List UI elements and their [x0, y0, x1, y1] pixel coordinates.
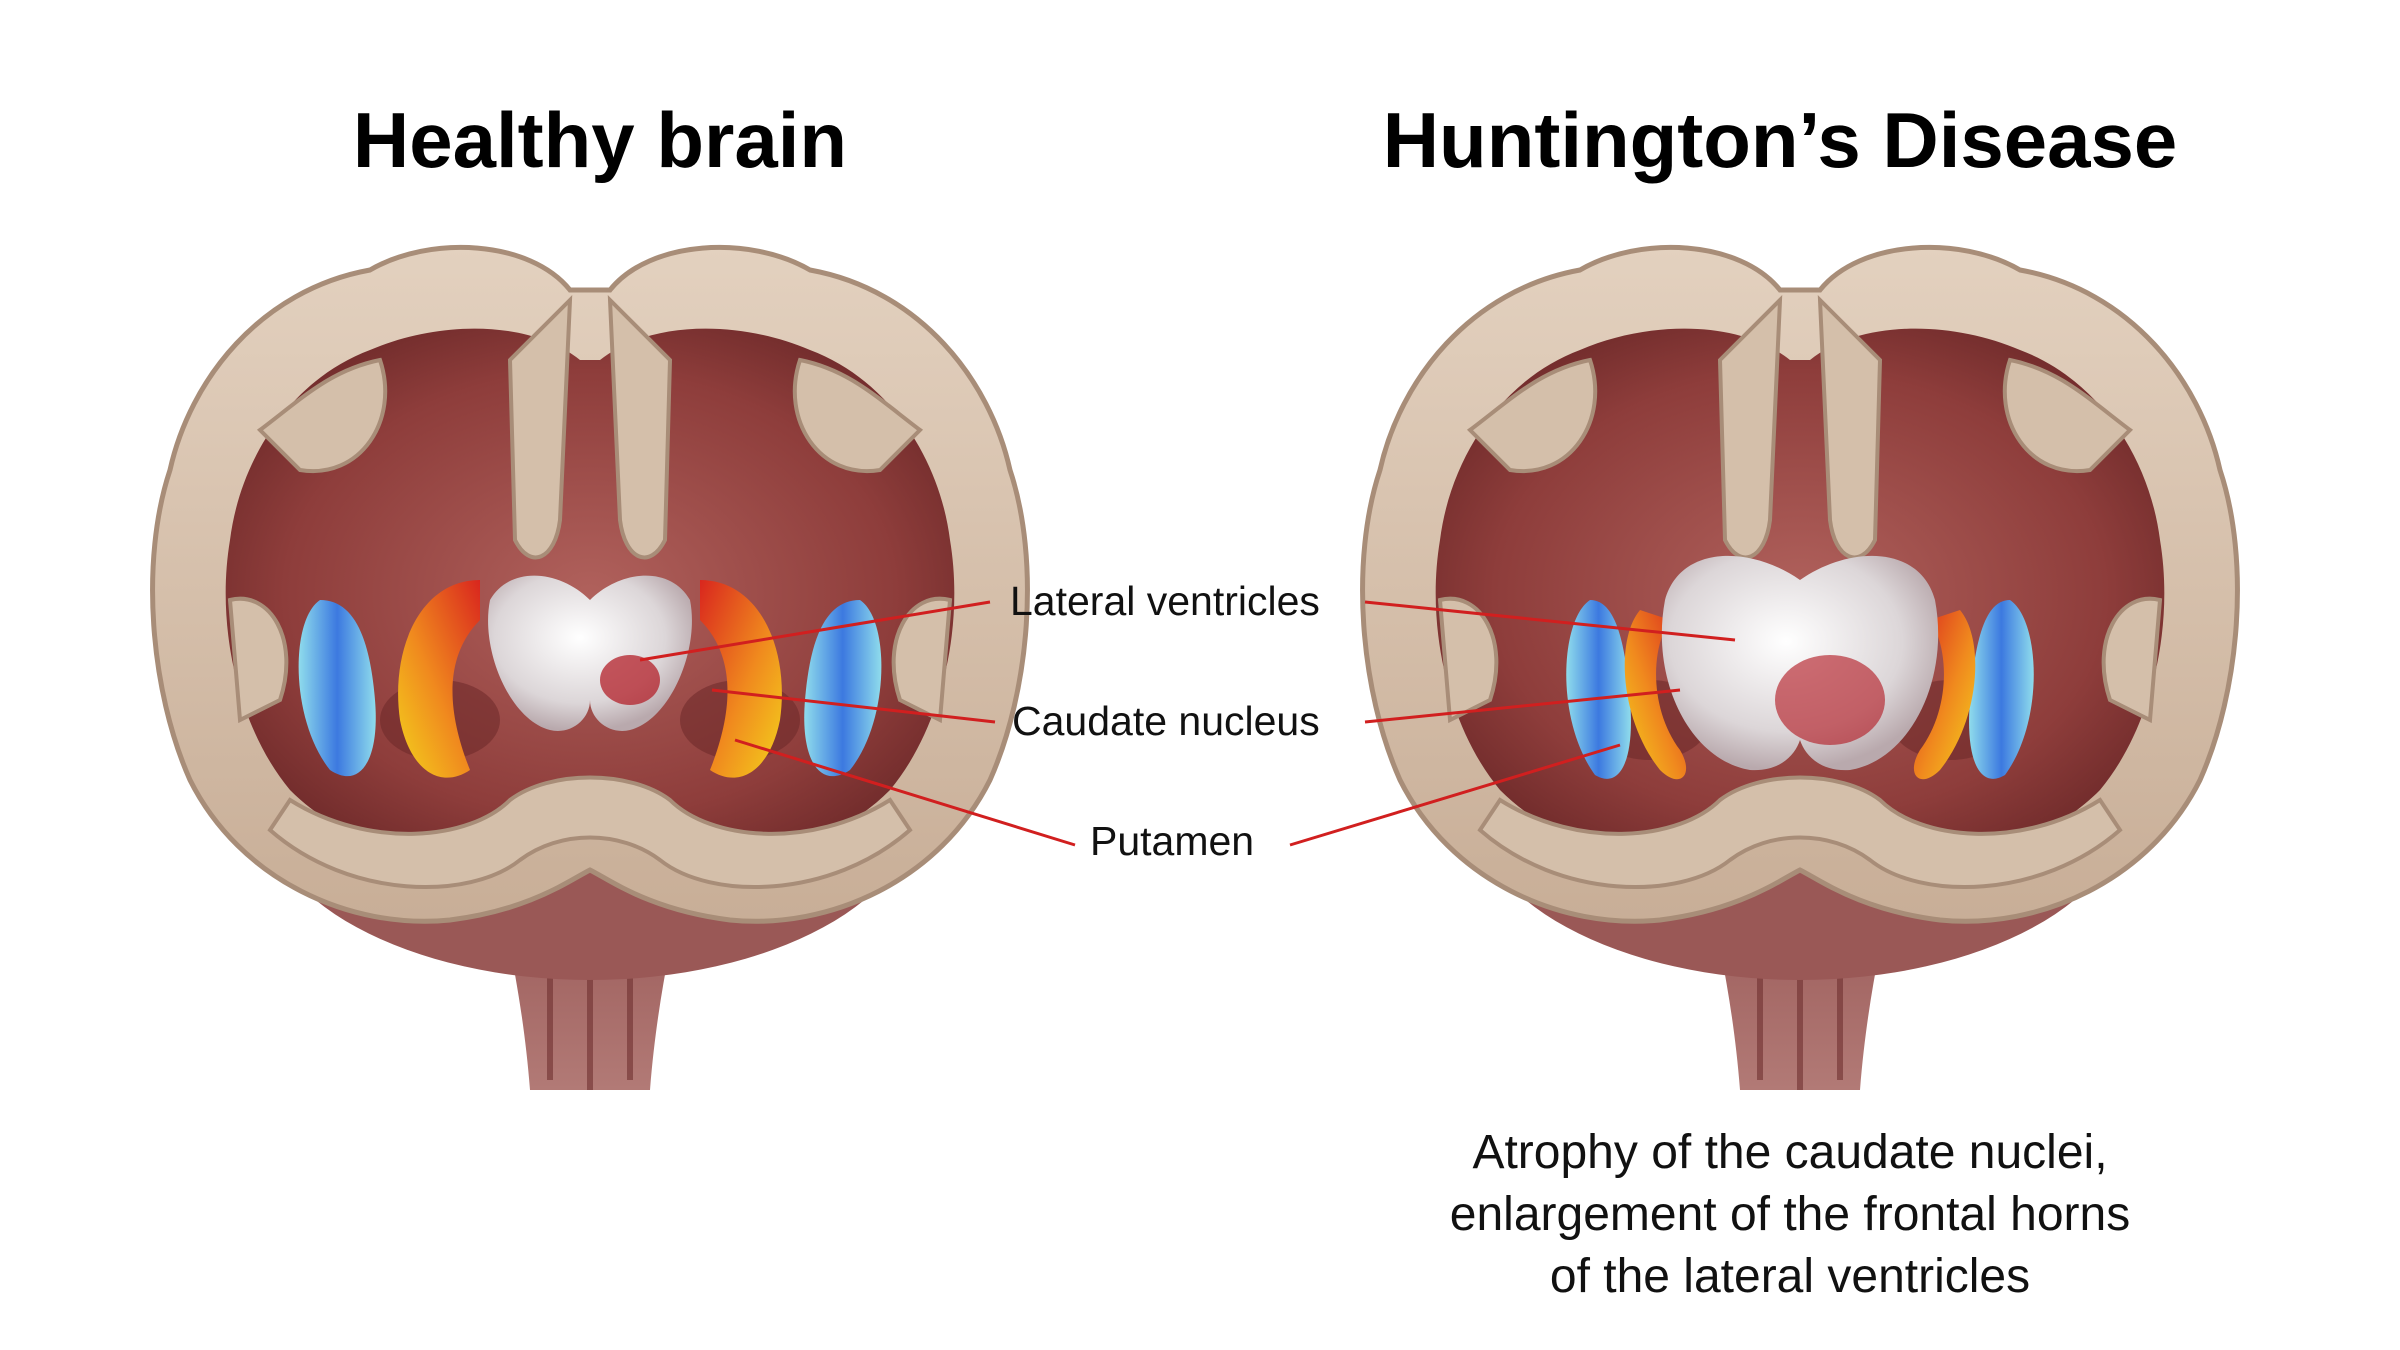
caption-line-3: of the lateral ventricles: [1549, 1250, 2031, 1303]
leader-caudate-left: [711, 688, 996, 724]
label-putamen: Putamen: [1090, 818, 1255, 864]
putamen-left: [1566, 600, 1631, 779]
caption-line-1: Atrophy of the caudate nuclei,: [1472, 1126, 2108, 1179]
caption-line-2: enlargement of the frontal horns: [1449, 1188, 2131, 1241]
label-lateral-ventricles: Lateral ventricles: [1010, 578, 1320, 624]
healthy-brain-title: Healthy brain: [352, 96, 848, 184]
leader-lines: [639, 600, 1736, 847]
label-caudate-nucleus: Caudate nucleus: [1012, 698, 1320, 744]
caudate-right: [1913, 610, 1976, 780]
huntington-brain: [1363, 247, 2238, 1090]
putamen-right: [1969, 600, 2034, 779]
leader-putamen-right: [1289, 743, 1621, 847]
leader-caudate-right: [1364, 688, 1681, 724]
healthy-brain: [153, 247, 1028, 1090]
caudate-left: [1624, 610, 1687, 780]
leader-lateral-ventricles-right: [1364, 600, 1736, 642]
caudate-right: [700, 580, 782, 778]
leader-lateral-ventricles-left: [639, 600, 991, 662]
putamen-right: [804, 600, 882, 777]
putamen-left: [298, 600, 376, 777]
huntington-title: Huntington’s Disease: [1382, 96, 2178, 184]
caudate-left: [398, 580, 480, 778]
leader-putamen-left: [734, 738, 1076, 847]
caption: Atrophy of the caudate nuclei, enlargeme…: [1360, 1122, 2220, 1308]
